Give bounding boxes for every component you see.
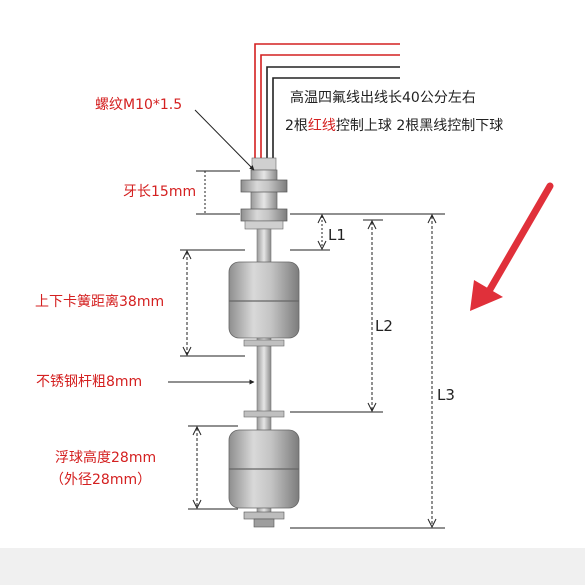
washer-1 (244, 220, 284, 230)
thread-length-label: 牙长15mm (123, 184, 197, 200)
l1-arrow-top (317, 213, 327, 224)
clip-dim-arrow-bottom (182, 346, 192, 357)
l3-arrow-top (427, 213, 437, 224)
clip-bottom (243, 511, 285, 520)
bottom-band (0, 548, 585, 585)
top-nut (240, 179, 288, 193)
clip-distance-label: 上下卡簧距离38mm (35, 294, 165, 310)
switch-body (228, 169, 300, 528)
thread-spec-label: 螺纹M10*1.5 (95, 97, 183, 113)
float-dim-arrow-top (192, 425, 202, 436)
wire-group (251, 43, 400, 171)
red-arrow-icon (470, 182, 554, 311)
l1-arrow-bottom (317, 240, 327, 251)
wire-info-line2-pre: 2根 (285, 118, 308, 134)
l2-arrow-top (367, 219, 377, 230)
wire-black-2 (272, 77, 400, 160)
dim-l3-label: L3 (437, 386, 455, 404)
float-dim-arrow-bottom (192, 499, 202, 510)
dim-l2-label: L2 (375, 317, 393, 335)
wire-ends (251, 157, 277, 171)
wire-info-line2-post: 控制上球 2根黑线控制下球 (335, 118, 504, 134)
wire-red-1 (254, 43, 400, 160)
lower-nut (240, 208, 288, 222)
wire-info-line2: 2根红线控制上球 2根黑线控制下球 (285, 117, 503, 135)
clip-dim-arrow-top (182, 249, 192, 260)
float-diameter-label: （外径28mm） (50, 472, 152, 488)
wire-red-2 (260, 54, 400, 160)
dim-l1-label: L1 (328, 226, 346, 244)
thread-leader (194, 109, 255, 171)
wire-black-1 (266, 66, 400, 160)
dimension-lines (168, 109, 445, 529)
wire-info-line2-red: 红线 (307, 118, 336, 134)
clip-middle (243, 410, 285, 418)
l2-arrow-bottom (367, 402, 377, 413)
float-height-label: 浮球高度28mm (55, 450, 157, 466)
l3-arrow-bottom (427, 518, 437, 529)
wire-info-line1: 高温四氟线出线长40公分左右 (290, 90, 476, 106)
upper-float (228, 261, 300, 339)
clip-upper (243, 339, 285, 347)
rod-end (253, 518, 275, 528)
rod-diameter-label: 不锈钢杆粗8mm (36, 374, 143, 390)
